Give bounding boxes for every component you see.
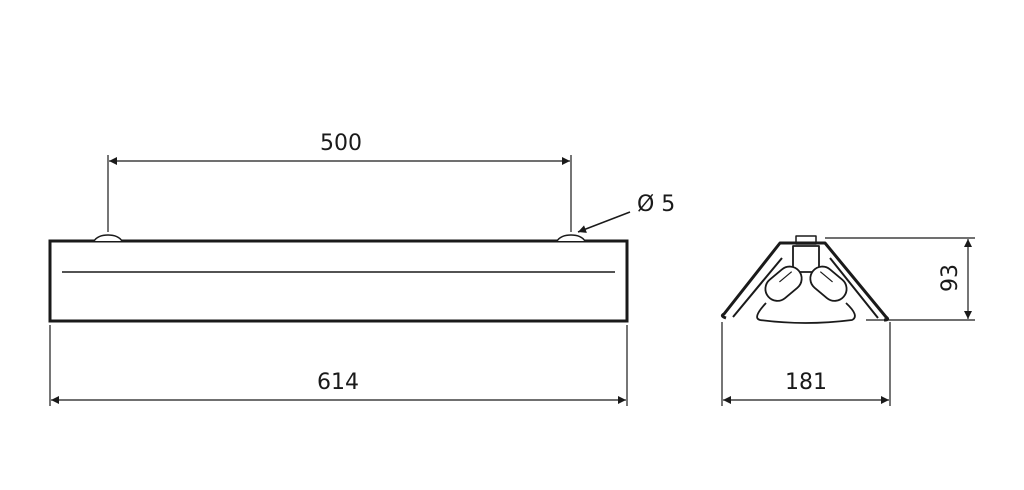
mounting-hole-left	[93, 234, 123, 242]
dimension-614-label: 614	[317, 370, 359, 395]
hole-diameter-label: Ø 5	[637, 192, 675, 217]
dimension-500-label: 500	[320, 131, 362, 156]
hole-leader	[577, 211, 631, 233]
mounting-hole-right	[556, 234, 586, 242]
reflector-outer	[720, 241, 890, 322]
side-view	[720, 235, 975, 406]
luminaire-body	[48, 239, 629, 323]
dimension-181-label: 181	[785, 370, 827, 395]
reflector-inner	[732, 257, 879, 319]
lamp-left	[764, 265, 803, 302]
lamp-holder	[792, 245, 820, 273]
diffuser-lens	[756, 302, 856, 324]
lamp-right	[809, 265, 848, 302]
front-view	[48, 155, 631, 406]
dimension-93-label: 93	[938, 264, 963, 292]
